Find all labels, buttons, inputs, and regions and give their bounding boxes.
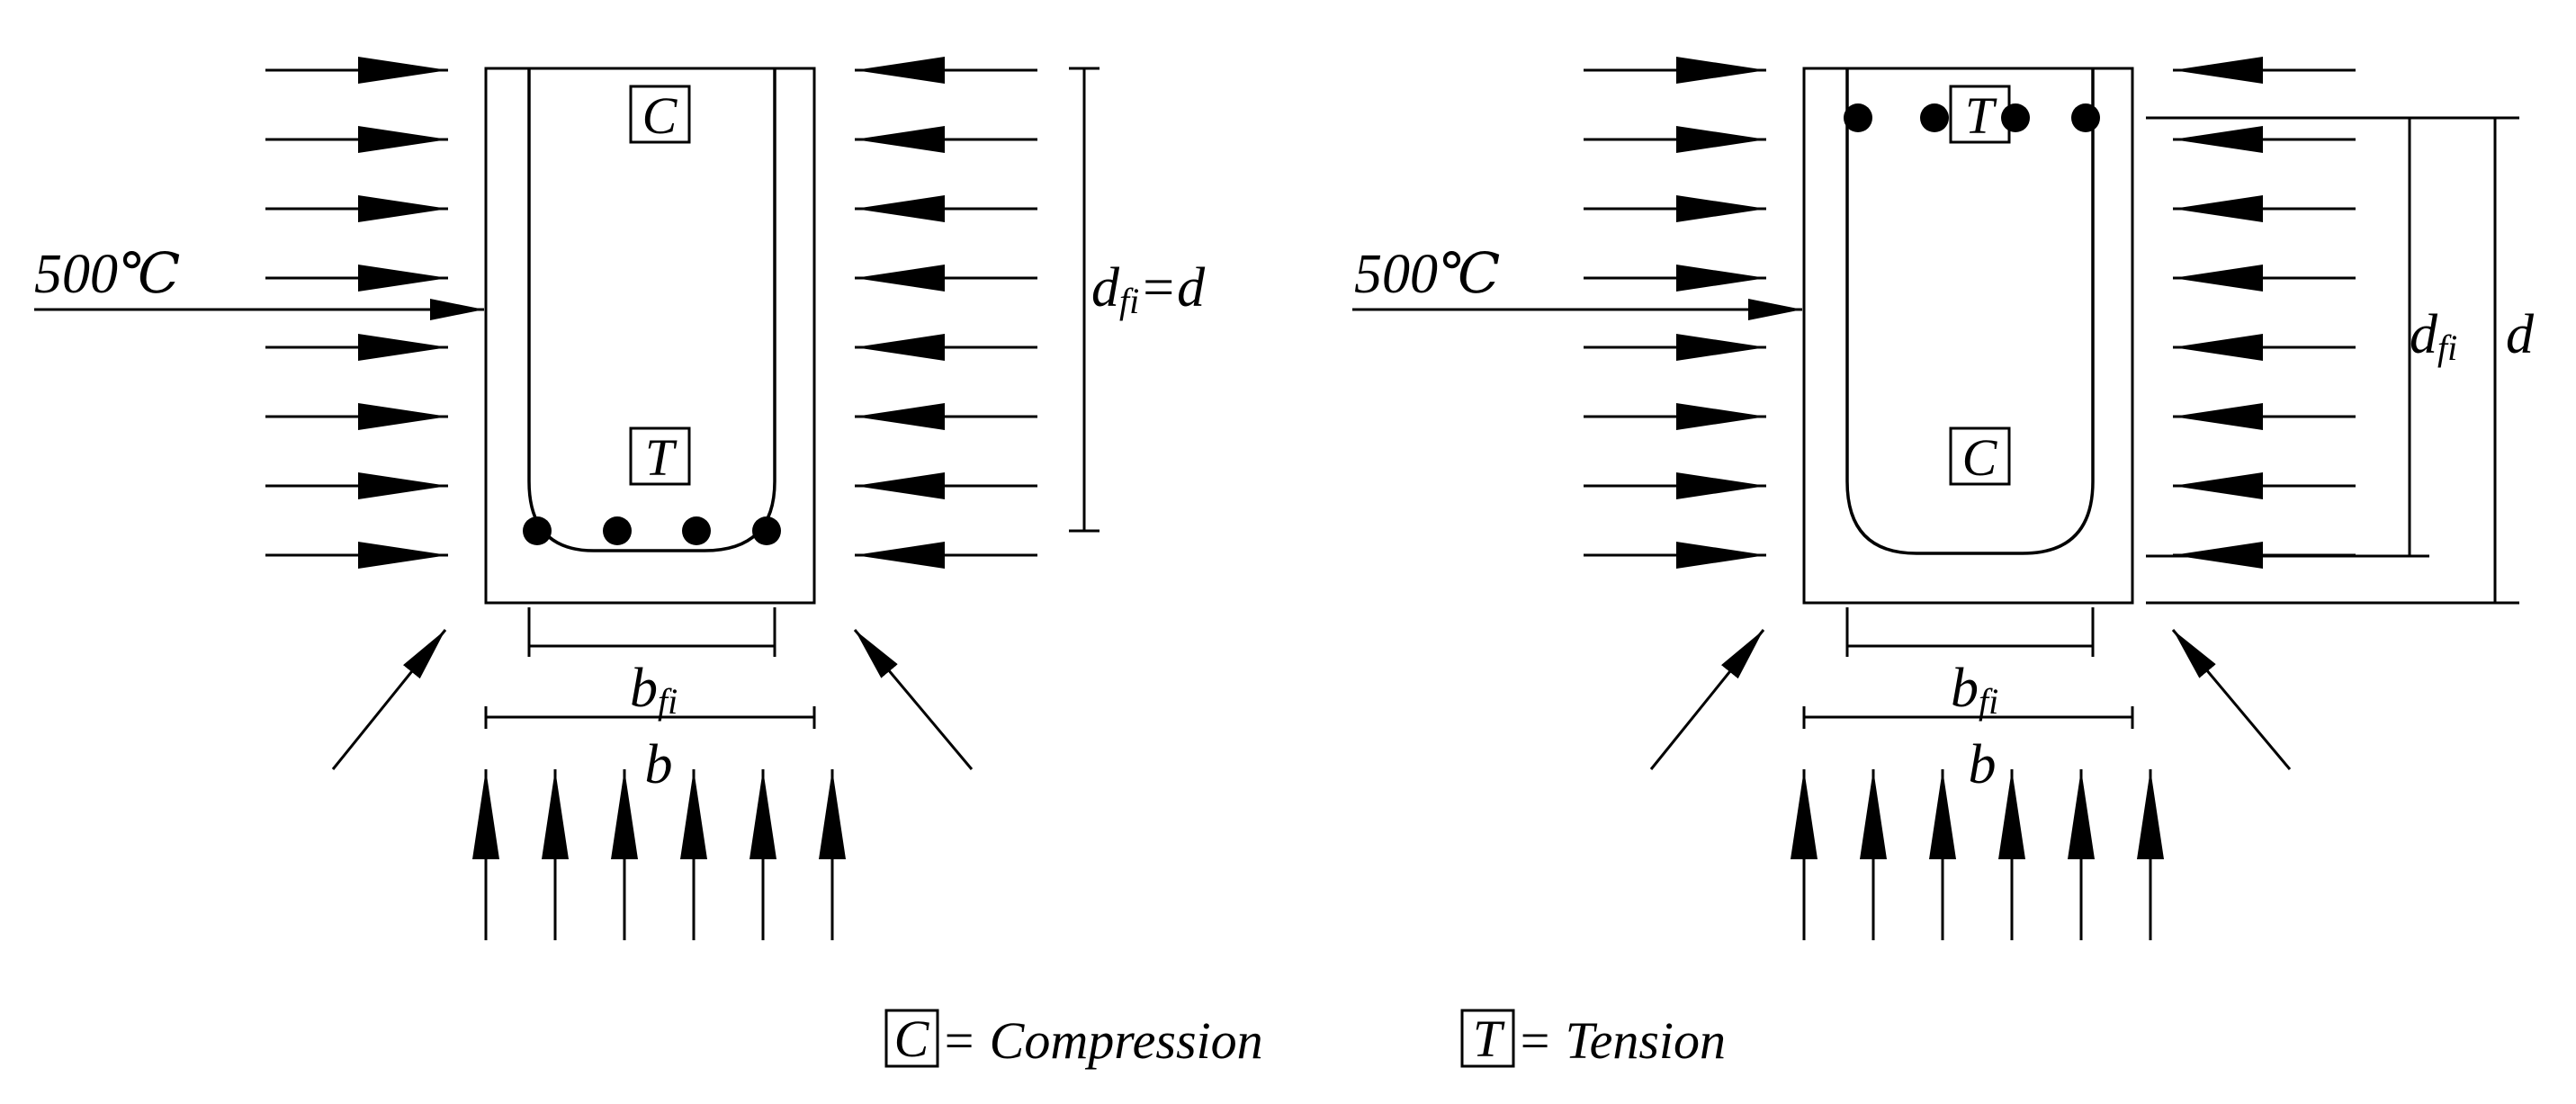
legend-tension-symbol: T <box>1473 1010 1505 1068</box>
legend: C = Compression T = Tension <box>884 1009 1726 1070</box>
right-width-fi-label: bfi <box>1951 658 1998 722</box>
left-depth-dimension <box>1069 67 1100 533</box>
right-top-zone-symbol: T <box>1965 86 1997 145</box>
left-heat-flux-arrows <box>34 56 1037 940</box>
right-depth-label: d <box>2506 304 2535 365</box>
legend-compression-box <box>884 1009 939 1068</box>
right-width-label: b <box>1969 734 1997 795</box>
legend-tension-text: = Tension <box>1517 1011 1726 1070</box>
right-depth-dimension <box>2484 116 2506 605</box>
rebar-circle <box>752 516 781 545</box>
rebar-circle <box>523 516 552 545</box>
left-tension-box <box>629 426 691 486</box>
right-bottom-zone-symbol: C <box>1962 428 1998 487</box>
left-width-fi-dimension <box>527 607 776 657</box>
right-panel-beam-hogging: T C dfi d bfi <box>1352 56 2535 940</box>
left-width-label: b <box>645 734 673 795</box>
heat-arrow-corner-right <box>853 629 974 770</box>
rebar-circle <box>2071 103 2100 132</box>
left-panel-beam-sagging: C T dfi=d bfi b 500℃ <box>34 56 1206 940</box>
rebar-circle <box>1920 103 1949 132</box>
right-depth-fi-label: dfi <box>2410 304 2457 368</box>
right-heat-flux-arrows <box>1352 56 2356 940</box>
left-bottom-zone-symbol: T <box>645 428 678 487</box>
right-depth-fi-dimension <box>2399 116 2420 558</box>
right-extension-lines <box>2146 116 2519 605</box>
left-width-dimension <box>484 706 816 729</box>
legend-compression-text: = Compression <box>941 1011 1263 1070</box>
left-temperature-label: 500℃ <box>34 244 180 305</box>
right-temperature-label: 500℃ <box>1354 244 1500 305</box>
right-tension-box <box>1949 85 2011 144</box>
right-width-dimension <box>1802 706 2134 729</box>
right-isotherm-500 <box>1845 68 2095 555</box>
left-depth-label: dfi=d <box>1091 257 1206 321</box>
left-compression-box <box>629 85 691 144</box>
right-compression-box <box>1949 426 2011 486</box>
rebar-circle <box>2001 103 2030 132</box>
left-width-fi-label: bfi <box>630 658 678 722</box>
heat-arrow-corner-right <box>2171 629 2292 770</box>
left-rebars <box>523 516 781 545</box>
legend-compression-symbol: C <box>894 1010 930 1068</box>
rebar-circle <box>1844 103 1872 132</box>
heat-arrow-corner-left <box>1649 629 1765 770</box>
rebar-circle <box>603 516 632 545</box>
legend-tension-box <box>1460 1009 1515 1068</box>
right-width-fi-dimension <box>1845 607 2095 657</box>
heat-arrow-corner-left <box>331 629 447 770</box>
left-top-zone-symbol: C <box>642 86 678 145</box>
rebar-circle <box>682 516 711 545</box>
left-isotherm-500 <box>527 68 776 552</box>
